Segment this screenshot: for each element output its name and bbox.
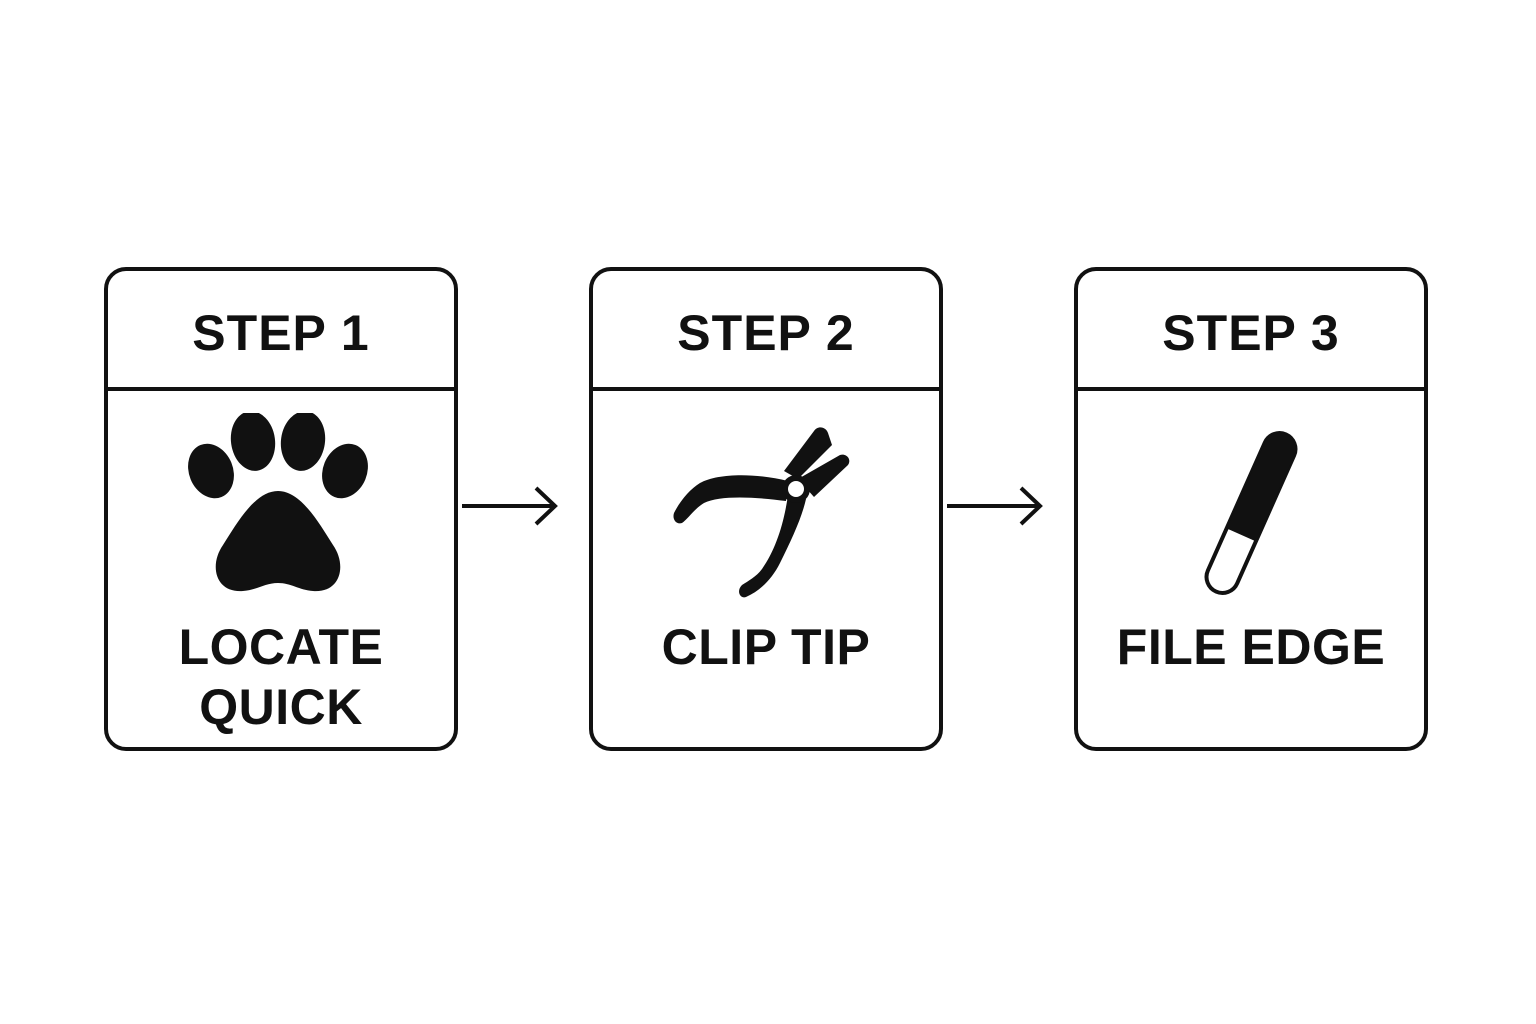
step-1-header: STEP 1 <box>108 271 454 391</box>
arrow-right-icon <box>945 476 1045 536</box>
step-1-text: LOCATE QUICK <box>108 617 454 737</box>
step-3-card: STEP 3 FILE EDGE <box>1074 267 1428 751</box>
step-1-label: STEP 1 <box>192 305 370 361</box>
step-2-label: STEP 2 <box>677 305 855 361</box>
step-3-label: STEP 3 <box>1162 305 1340 361</box>
step-2-header: STEP 2 <box>593 271 939 391</box>
step-2-text: CLIP TIP <box>661 619 871 675</box>
nail-clipper-icon <box>666 413 866 613</box>
step-3-header: STEP 3 <box>1078 271 1424 391</box>
nail-file-icon <box>1151 413 1351 613</box>
arrow-right-icon <box>460 476 560 536</box>
step-1-card: STEP 1 LOCATE QUICK <box>104 267 458 751</box>
paw-icon <box>181 413 381 613</box>
step-2-card: STEP 2 CLIP TIP <box>589 267 943 751</box>
step-1-text-content: LOCATE QUICK <box>178 619 384 735</box>
step-3-text: FILE EDGE <box>1116 619 1386 675</box>
